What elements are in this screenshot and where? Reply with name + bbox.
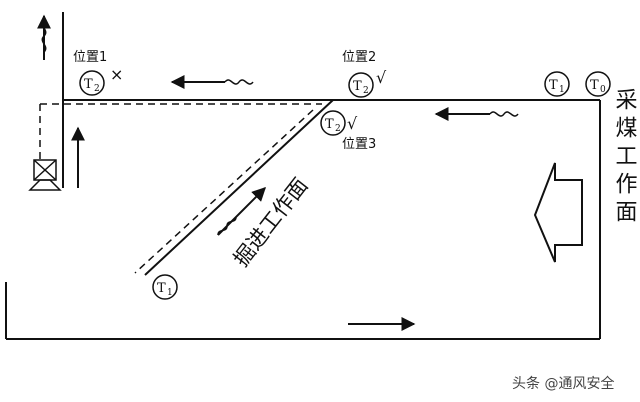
sensor-sub: 2 — [335, 124, 341, 134]
position-3-label: 位置3 — [342, 137, 376, 152]
wavy-arrow-icon — [41, 19, 47, 53]
sensor-t0-right: T 0 — [585, 71, 611, 97]
sensor-label: T — [590, 78, 599, 93]
heading-face-label: 掘进工作面 — [229, 174, 313, 272]
sensor-label: T — [157, 281, 166, 296]
sensor-t2-pos1: T 2 — [79, 70, 105, 96]
sensor-sub: 2 — [94, 84, 100, 94]
check-mark: √ — [376, 68, 387, 87]
mining-face-label: 采煤工作面 — [612, 88, 638, 228]
sensor-t1-right: T 1 — [544, 71, 570, 97]
watermark: 头条 @通风安全 — [512, 375, 614, 392]
sensor-t2-pos3: T 2 — [320, 110, 346, 136]
cross-mark: × — [110, 65, 123, 84]
sensor-label: T — [549, 78, 558, 93]
fan-icon — [28, 159, 62, 191]
sensor-sub: 1 — [167, 288, 173, 298]
position-1-label: 位置1 — [73, 50, 107, 65]
wavy-arrow-icon — [217, 216, 237, 236]
wavy-symbols — [41, 19, 519, 236]
duct-heading-dashed — [134, 109, 314, 274]
sensor-label: T — [353, 79, 362, 94]
sensor-sub: 2 — [363, 86, 369, 96]
flow-arrow-icon — [217, 187, 266, 236]
sensor-label: T — [84, 77, 93, 92]
duct-lines — [39, 103, 322, 274]
roadway-lines — [5, 12, 601, 340]
sensor-sub: 1 — [559, 85, 565, 95]
position-2-label: 位置2 — [342, 50, 376, 65]
sensor-sub: 0 — [600, 85, 606, 95]
flow-arrows — [37, 14, 490, 331]
wavy-arrow-icon — [224, 79, 254, 85]
wavy-arrow-icon — [489, 111, 519, 117]
sensor-label: T — [325, 117, 334, 132]
check-mark: √ — [347, 114, 358, 133]
sensor-t2-pos2: T 2 — [348, 72, 374, 98]
sensor-t1-heading: T 1 — [152, 274, 178, 300]
heading-solid-line — [144, 99, 334, 276]
mining-face-airflow-icon — [533, 162, 583, 263]
